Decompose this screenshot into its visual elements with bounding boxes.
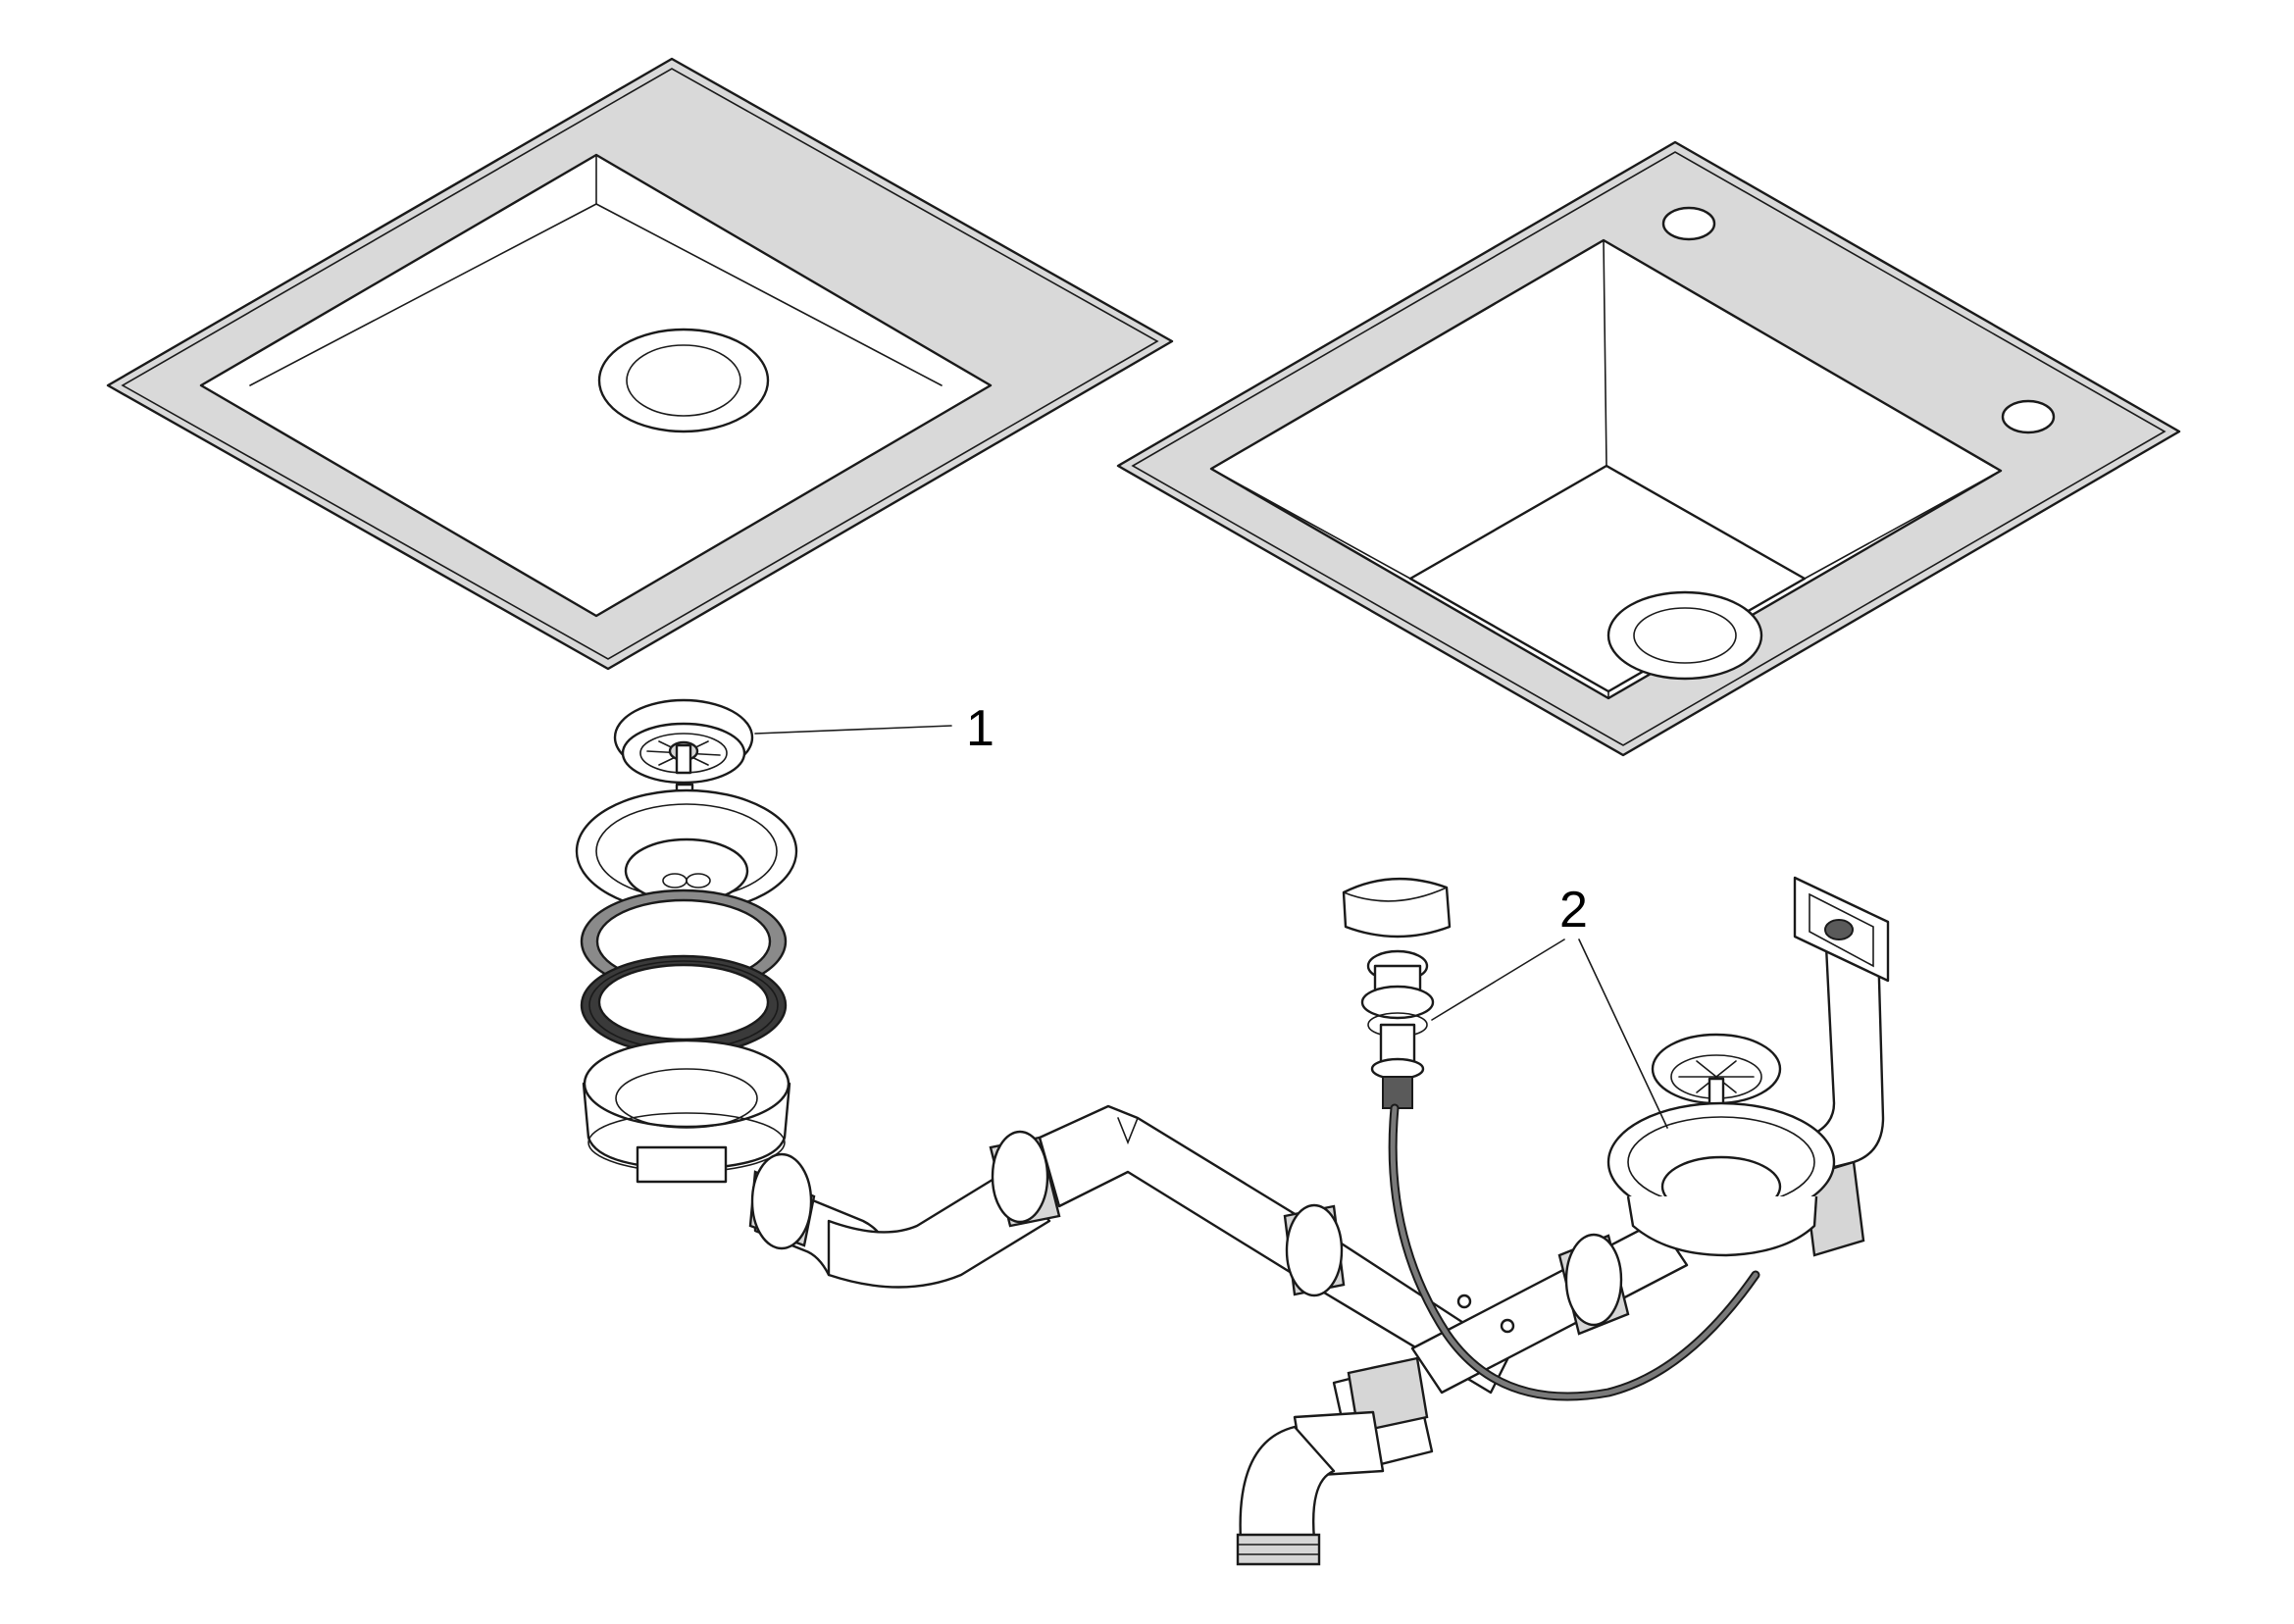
- drain-flange-right: [1606, 1101, 1836, 1257]
- callout-2-label: 2: [1559, 882, 1588, 939]
- callout-1: 1: [754, 700, 994, 757]
- drain-flange-left: [575, 788, 798, 914]
- callout-1-label: 1: [966, 700, 994, 757]
- popup-actuator: [1360, 949, 1435, 1109]
- sink-left-basin: [199, 153, 993, 618]
- sink-right-deep: [1116, 140, 2181, 757]
- tap-hole-icon: [1661, 206, 2056, 434]
- strainer-basket-left: [613, 698, 754, 785]
- bowden-cable: [1388, 1103, 1760, 1401]
- callout-2: 2: [1431, 882, 1668, 1129]
- sink-left-drain-ring: [597, 328, 770, 433]
- sink-right-drain: [1606, 590, 1763, 681]
- popup-knob: [1342, 877, 1452, 939]
- sink-left-flat: [106, 57, 1174, 671]
- waste-pipe-assembly: [636, 1104, 1689, 1566]
- overflow-cover: [1793, 876, 1890, 983]
- sealing-ring-black: [580, 954, 788, 1056]
